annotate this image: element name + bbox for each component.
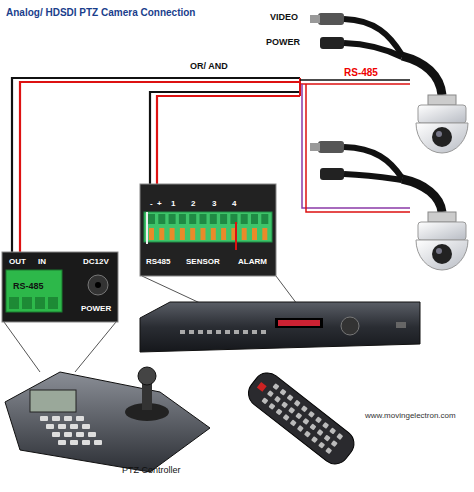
pin-label: 1 (171, 200, 175, 208)
wiring-note: OR/ AND (190, 62, 228, 71)
pin-label: 3 (212, 200, 216, 208)
terminal-label: IN (38, 258, 46, 266)
bus-label: RS-485 (344, 68, 378, 78)
port-label: DC12V (83, 258, 109, 266)
terminal-label: RS485 (146, 258, 170, 266)
signal-label: VIDEO (270, 13, 298, 22)
pin-label: 2 (191, 200, 195, 208)
pin-label: + (157, 200, 162, 208)
diagram-title: Analog/ HDSDI PTZ Camera Connection (6, 8, 195, 18)
terminal-label: ALARM (238, 258, 267, 266)
terminal-label: SENSOR (186, 258, 220, 266)
device-label: PTZ Controller (122, 466, 181, 475)
terminal-label: OUT (9, 258, 26, 266)
terminal-label: RS-485 (13, 282, 44, 291)
watermark: www.movingelectron.com (365, 412, 456, 420)
pin-label: - (150, 200, 153, 208)
pin-label: 4 (232, 200, 236, 208)
signal-label: POWER (266, 38, 300, 47)
port-label: POWER (81, 305, 111, 313)
